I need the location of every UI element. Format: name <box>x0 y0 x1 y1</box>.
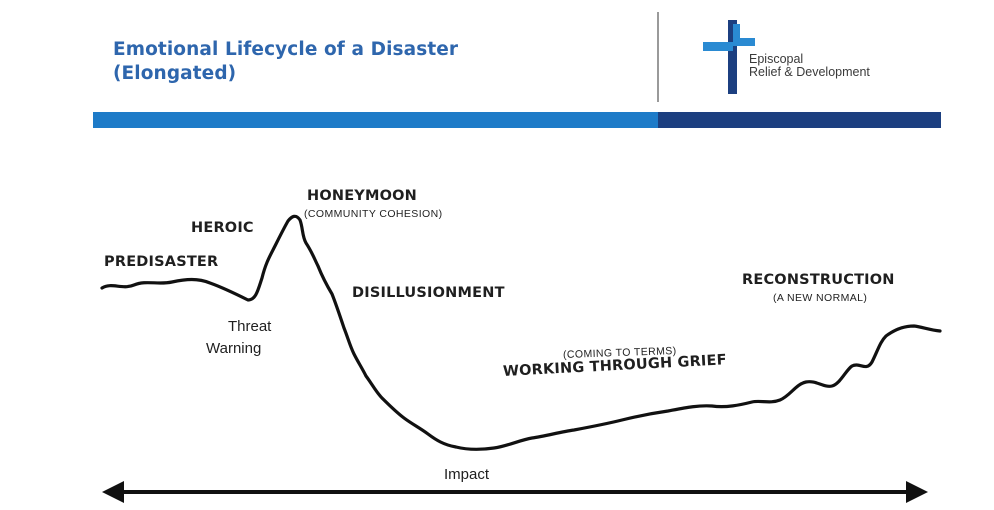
label-warning: Warning <box>206 340 262 357</box>
label-predisaster: PREDISASTER <box>104 254 219 270</box>
timeline-arrow <box>102 481 928 503</box>
arrow-left-icon <box>102 481 124 503</box>
cross-logo-icon <box>703 20 755 94</box>
header-bar-dark <box>658 112 941 128</box>
header-divider <box>657 12 659 102</box>
label-reconstruction-sub: (A NEW NORMAL) <box>773 292 868 304</box>
page-title: Emotional Lifecycle of a Disaster (Elong… <box>113 38 458 86</box>
arrow-right-icon <box>906 481 928 503</box>
label-impact: Impact <box>444 466 490 483</box>
header-bar-light <box>93 112 658 128</box>
title-line-1: Emotional Lifecycle of a Disaster <box>113 39 459 60</box>
logo-text: Episcopal Relief & Development <box>749 53 870 79</box>
emotional-curve <box>100 214 942 451</box>
label-honeymoon-sub: (COMMUNITY COHESION) <box>304 208 443 220</box>
label-heroic: HEROIC <box>191 220 254 236</box>
label-threat: Threat <box>228 318 272 335</box>
logo-line-2: Relief & Development <box>749 65 870 79</box>
logo-line-1: Episcopal <box>749 52 804 66</box>
title-line-2: (Elongated) <box>113 63 237 84</box>
label-reconstruction: RECONSTRUCTION <box>742 272 895 288</box>
label-disillusionment: DISILLUSIONMENT <box>352 285 505 301</box>
label-honeymoon: HONEYMOON <box>307 188 418 204</box>
